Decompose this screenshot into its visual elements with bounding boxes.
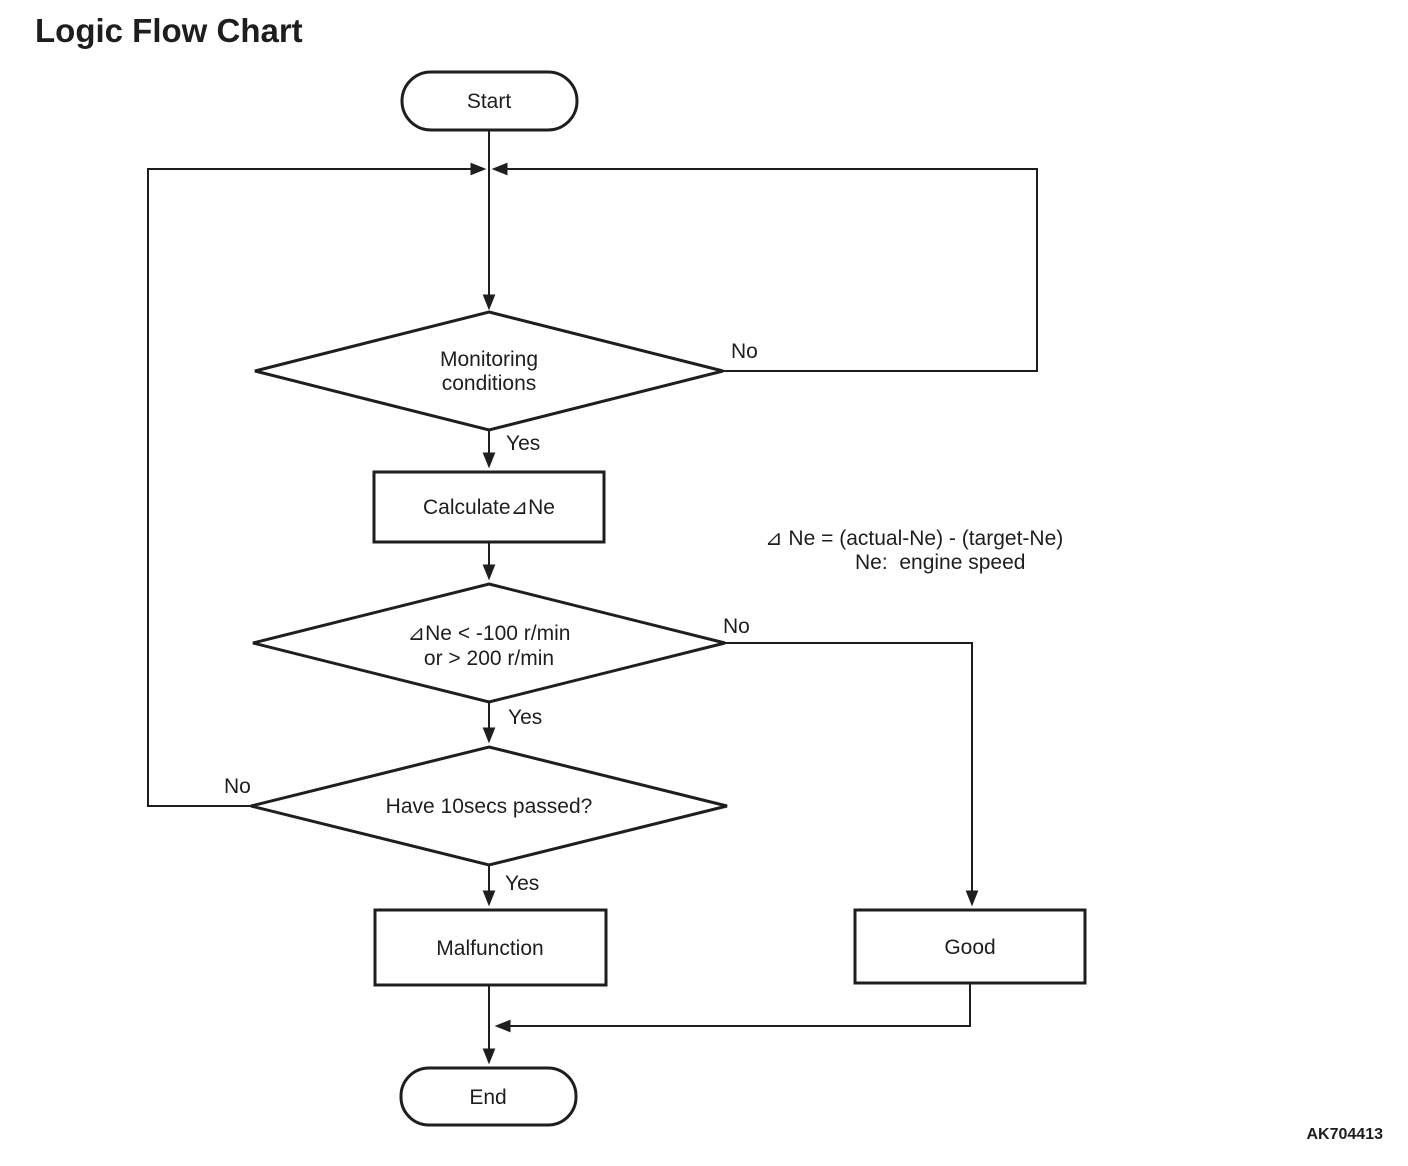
- flow-edges: [147, 130, 1038, 1065]
- start-terminator-shape: [400, 70, 579, 132]
- node-delta-threshold-check: ⊿Ne < -100 r/min or > 200 r/min: [252, 582, 726, 704]
- node-calculate-delta-ne: Calculate⊿Ne: [372, 470, 606, 544]
- edge-labels: No Yes No Yes No Yes: [224, 340, 758, 895]
- edge-timer-no-loop: [147, 162, 487, 807]
- node-start: Start: [400, 70, 579, 132]
- timer-decision-diamond: [250, 745, 728, 867]
- edge-delta-no-to-good: [725, 642, 979, 907]
- delta-label-line1: ⊿Ne < -100 r/min: [408, 622, 571, 645]
- malfunction-label: Malfunction: [436, 937, 543, 960]
- node-monitoring-conditions: Monitoring conditions: [254, 310, 724, 432]
- edge-monitoring-no-loop: [491, 162, 1038, 372]
- annotation-equation: ⊿ Ne = (actual-Ne) - (target-Ne): [765, 527, 1063, 550]
- malfunction-process-box: [373, 908, 608, 987]
- edge-label-delta-yes: Yes: [508, 706, 542, 729]
- monitoring-decision-diamond: [254, 310, 724, 432]
- edge-label-timer-yes: Yes: [505, 872, 539, 895]
- delta-ne-annotation: ⊿ Ne = (actual-Ne) - (target-Ne) Ne: eng…: [765, 527, 1063, 574]
- delta-label-line2: or > 200 r/min: [424, 647, 554, 670]
- end-terminator-shape: [399, 1066, 578, 1127]
- edge-label-monitoring-no: No: [731, 340, 758, 363]
- monitoring-label-line1: Monitoring: [440, 348, 538, 371]
- page-title: Logic Flow Chart: [35, 12, 303, 49]
- node-good: Good: [853, 908, 1087, 985]
- calculate-process-box: [372, 470, 606, 544]
- start-label: Start: [467, 90, 512, 113]
- edge-label-monitoring-yes: Yes: [506, 432, 540, 455]
- calculate-label: Calculate⊿Ne: [423, 496, 555, 519]
- figure-code: AK704413: [1307, 1126, 1384, 1143]
- monitoring-label-line2: conditions: [442, 372, 537, 395]
- good-label: Good: [944, 936, 995, 959]
- node-malfunction: Malfunction: [373, 908, 608, 987]
- delta-decision-diamond: [252, 582, 726, 704]
- annotation-definition: Ne: engine speed: [855, 551, 1025, 574]
- node-timer-check: Have 10secs passed?: [250, 745, 728, 867]
- end-label: End: [469, 1086, 506, 1109]
- node-end: End: [399, 1066, 578, 1127]
- edge-label-delta-no: No: [723, 615, 750, 638]
- edge-good-to-end-junction: [494, 983, 971, 1033]
- good-process-box: [853, 908, 1087, 985]
- edge-label-timer-no: No: [224, 775, 251, 798]
- timer-label: Have 10secs passed?: [386, 795, 593, 818]
